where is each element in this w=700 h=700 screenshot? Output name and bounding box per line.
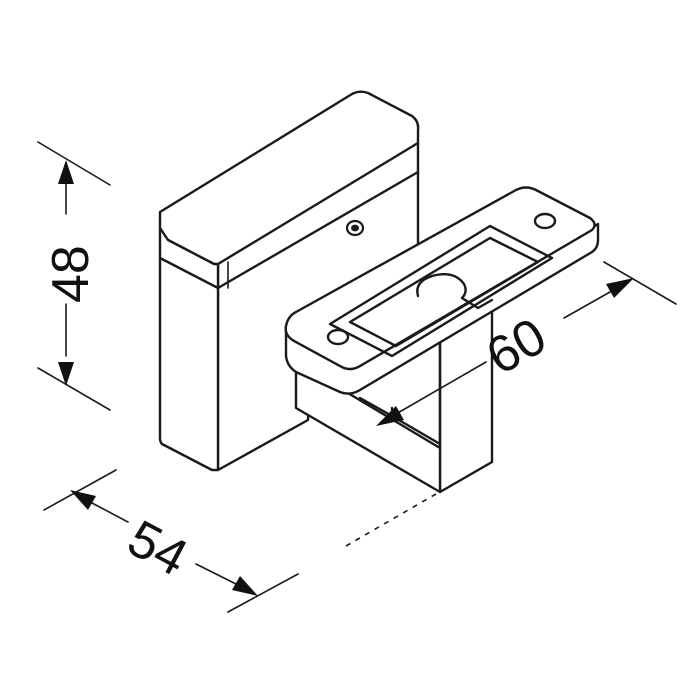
depth-dimension-line-upper: [563, 291, 611, 319]
depth-arrow-left-icon: [376, 406, 404, 426]
plate-center-hole: [416, 273, 467, 300]
plate-hole-right-icon: [533, 212, 557, 230]
width-extension-right: [227, 573, 299, 613]
width-arrow-right-icon: [232, 576, 258, 596]
width-label: 54: [118, 509, 196, 587]
depth-dimension-line: [395, 361, 487, 415]
width-dimension-line-right: [195, 563, 237, 585]
depth-extension-dashed: [345, 493, 437, 547]
top-plate: [284, 186, 600, 395]
height-extension-bottom: [37, 367, 111, 411]
height-label: 48: [42, 245, 100, 303]
plate-recess-outer: [328, 224, 554, 358]
support-arm: [294, 290, 494, 494]
block-seam: [158, 170, 420, 290]
plate-top-face: [284, 186, 596, 371]
height-arrow-up-icon: [58, 160, 74, 184]
set-screw-icon: [345, 219, 365, 237]
plate-slot: [460, 296, 494, 310]
dimension-height: 48: [37, 141, 111, 411]
plate-recess-inner: [348, 236, 540, 348]
width-extension-left: [43, 469, 117, 511]
width-dimension-line: [91, 502, 129, 523]
dimension-width: 54: [43, 469, 299, 613]
height-arrow-down-icon: [58, 362, 74, 386]
plate-hole-left-icon: [326, 328, 350, 346]
height-extension-top: [37, 141, 111, 186]
depth-arrow-right-icon: [606, 278, 634, 298]
depth-extension-right: [603, 261, 677, 305]
block-side-face: [158, 226, 220, 472]
width-arrow-left-icon: [70, 490, 96, 510]
